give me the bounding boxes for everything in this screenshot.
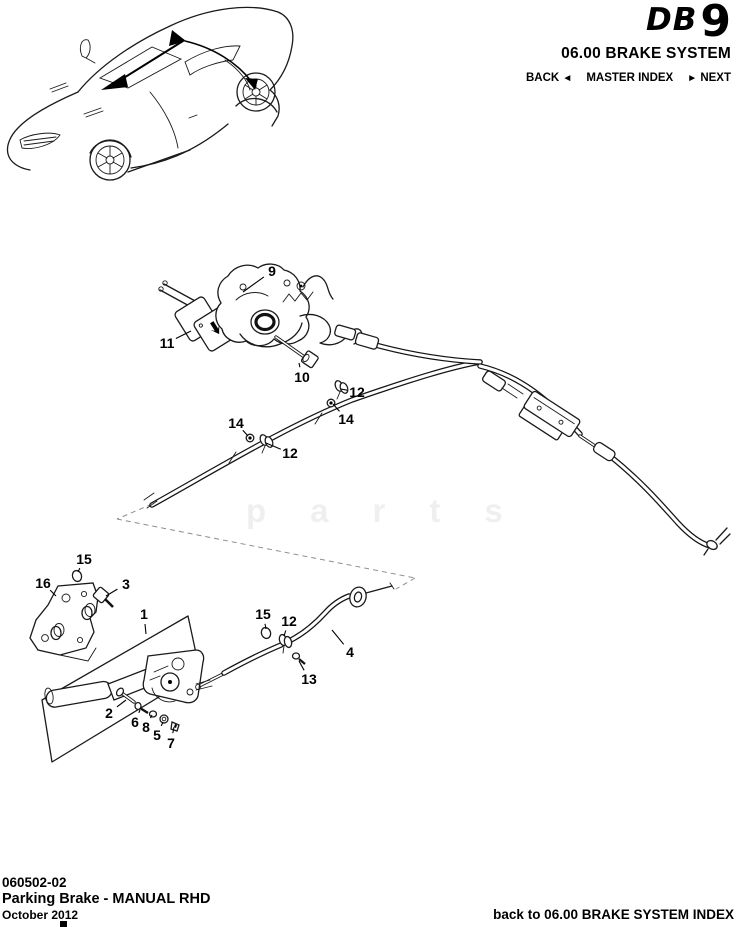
next-button[interactable]: ► NEXT [687, 72, 731, 84]
callout-7: 7 [167, 735, 175, 751]
callout-3: 3 [122, 576, 130, 592]
callout-2: 2 [105, 705, 113, 721]
document-date: October 2012 [2, 908, 79, 923]
callout-12: 12 [282, 445, 298, 461]
callout-13: 13 [301, 671, 317, 687]
callout-6: 6 [131, 714, 139, 730]
callout-16: 16 [35, 575, 51, 591]
leader-line-13 [298, 660, 305, 671]
leader-line-12 [265, 442, 282, 450]
document-title: Parking Brake - MANUAL RHD [2, 890, 211, 907]
leader-line-14 [242, 429, 249, 437]
callout-12: 12 [349, 384, 365, 400]
next-arrow-icon: ► [687, 73, 698, 84]
callout-12: 12 [281, 613, 297, 629]
clip-12 [334, 380, 349, 400]
leader-line-15 [264, 623, 267, 630]
db9-logo: DB9 [526, 0, 731, 44]
back-button[interactable]: BACK ◄ [525, 72, 573, 84]
cable-clips-and-nuts [245, 380, 349, 454]
master-index-button[interactable]: MASTER INDEX [586, 72, 674, 84]
leader-line-11 [175, 330, 192, 339]
dashed-leader-lines [116, 503, 416, 590]
callout-10: 10 [294, 369, 310, 385]
callout-8: 8 [142, 719, 150, 735]
nut-14 [245, 433, 255, 443]
page-watermark: parts [246, 492, 547, 529]
db9-logo-db: DB [646, 2, 698, 38]
cable-equalizer-assembly [482, 370, 616, 462]
callout-15: 15 [76, 551, 92, 567]
leader-line-2 [116, 699, 127, 708]
mounting-bracket-assembly [29, 569, 114, 662]
leader-line-16 [49, 589, 57, 597]
front-cable-assembly [197, 582, 395, 688]
nav-bar: BACK ◄ MASTER INDEX ► NEXT [526, 72, 731, 84]
leader-line-10 [298, 362, 301, 368]
leader-line-6 [138, 709, 141, 714]
callout-11: 11 [159, 335, 175, 351]
section-title: 06.00 BRAKE SYSTEM [561, 45, 731, 62]
leader-line-8 [150, 714, 153, 719]
leader-line-9 [242, 276, 265, 293]
oring-15 [260, 626, 272, 640]
rear-cable-run [143, 344, 731, 556]
callout-5: 5 [153, 727, 161, 743]
page-edge-mark [60, 921, 67, 927]
car-illustration [6, 6, 294, 181]
oring-15 [71, 569, 83, 583]
back-arrow-icon: ◄ [562, 73, 573, 84]
document-number: 060502-02 [2, 875, 67, 891]
back-to-index-link[interactable]: back to 06.00 BRAKE SYSTEM INDEX [493, 907, 734, 922]
db9-logo-9: 9 [700, 0, 731, 47]
handbrake-lever-assembly [41, 615, 213, 763]
leader-line-5 [160, 721, 164, 727]
leader-line-7 [172, 726, 175, 734]
callout-15: 15 [255, 606, 271, 622]
clip-12 [278, 633, 293, 654]
screw-13 [291, 652, 306, 665]
callout-4: 4 [346, 644, 354, 660]
caliper-assembly [158, 263, 380, 369]
nut-14 [326, 398, 336, 408]
leader-line-1 [144, 623, 147, 635]
callout-1: 1 [140, 606, 148, 622]
leader-line-4 [331, 629, 345, 645]
footer-document-info: 060502-02 Parking Brake - MANUAL RHD Oct… [2, 875, 210, 923]
callout-14: 14 [338, 411, 354, 427]
leader-line-15 [77, 567, 81, 573]
leader-line-3 [105, 588, 118, 597]
leader-line-12 [340, 388, 348, 391]
leader-line-12 [283, 630, 287, 637]
callout-9: 9 [268, 263, 276, 279]
callout-leader-lines [49, 276, 348, 734]
leader-line-14 [332, 403, 340, 412]
callout-14: 14 [228, 415, 244, 431]
page-header: DB9 06.00 BRAKE SYSTEM BACK ◄ MASTER INDE… [526, 0, 731, 84]
